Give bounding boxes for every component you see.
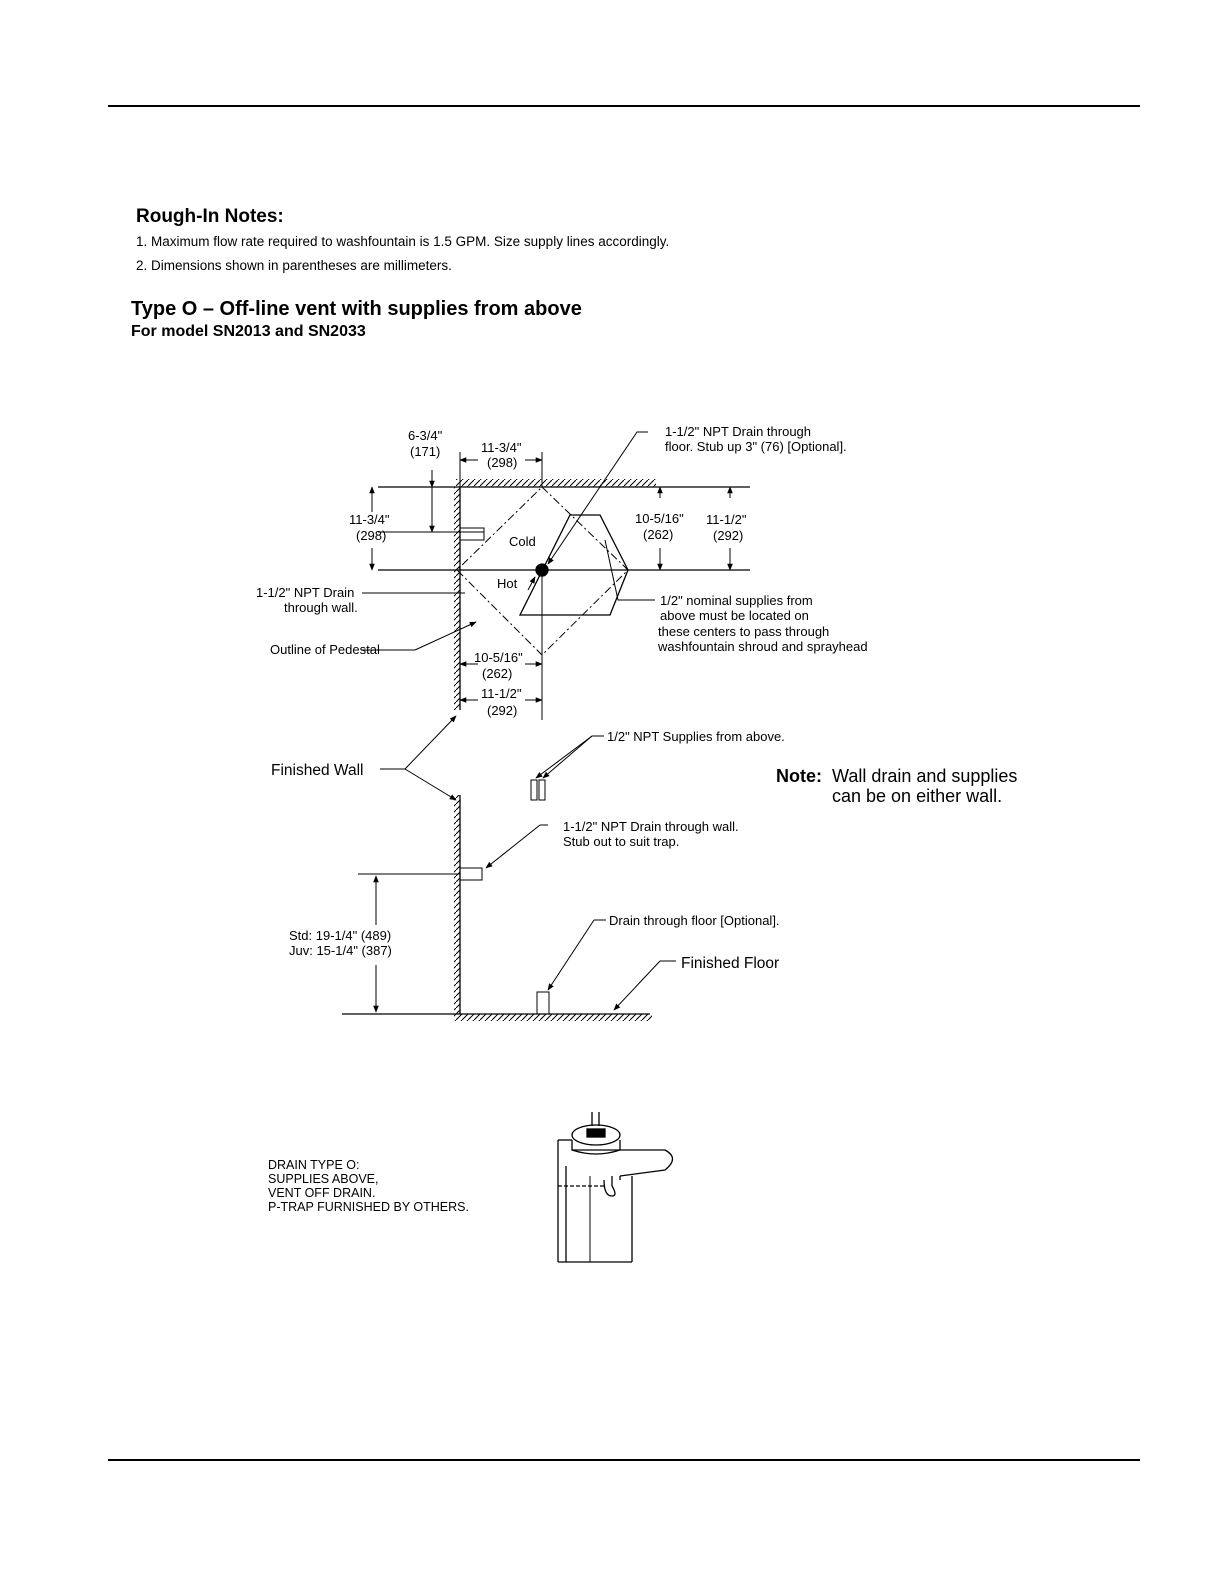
dim-1058-right: 10-5/16" [635, 511, 684, 526]
dim-1112-bottom: 11-1/2" [481, 686, 522, 701]
washfountain-sketch [557, 1112, 674, 1263]
rough-in-notes: Rough-In Notes: 1. Maximum flow rate req… [136, 206, 669, 282]
dim-262-right: (262) [643, 527, 673, 542]
dim-298-left: (298) [356, 528, 386, 543]
supplies-label-2: above must be located on [660, 608, 809, 623]
type-subtitle: For model SN2013 and SN2033 [131, 323, 366, 340]
plan-labels: 6-3/4" (171) 11-3/4" (298) 11-3/4" (298)… [256, 424, 868, 718]
dim-1134-top: 11-3/4" [481, 440, 522, 455]
supplies-label-3: these centers to pass through [658, 624, 829, 639]
drain-type-caption: DRAIN TYPE O: SUPPLIES ABOVE, VENT OFF D… [268, 1158, 469, 1214]
dim-171: (171) [410, 444, 440, 459]
plan-view [362, 431, 750, 720]
drain-floor-label-1: 1-1/2" NPT Drain through [665, 424, 811, 439]
std-height-label: Std: 19-1/4" (489) [289, 928, 391, 943]
juv-height-label: Juv: 15-1/4" (387) [289, 943, 392, 958]
dim-292-right: (292) [713, 528, 743, 543]
hot-label: Hot [497, 576, 518, 591]
dim-292-bottom: (292) [487, 703, 517, 718]
dim-1058-bottom: 10-5/16" [474, 650, 523, 665]
caption-line-1: DRAIN TYPE O: [268, 1158, 360, 1172]
elevation-labels: Finished Wall 1/2" NPT Supplies from abo… [271, 729, 1017, 972]
drain-floor-elev: Drain through floor [Optional]. [609, 913, 780, 928]
caption-line-2: SUPPLIES ABOVE, [268, 1172, 379, 1186]
supplies-label-1: 1/2" nominal supplies from [660, 593, 813, 608]
pedestal-label: Outline of Pedestal [270, 642, 380, 657]
note-1: 1. Maximum flow rate required to washfou… [136, 234, 670, 249]
type-title: Type O – Off-line vent with supplies fro… [131, 298, 582, 320]
drain-floor-label-2: floor. Stub up 3" (76) [Optional]. [665, 439, 847, 454]
top-rule [108, 105, 1140, 107]
cold-label: Cold [509, 534, 536, 549]
note-line-2: can be on either wall. [832, 786, 1002, 806]
note-bold-label: Note: [776, 766, 822, 786]
bottom-rule [108, 1459, 1140, 1461]
note-2: 2. Dimensions shown in parentheses are m… [136, 258, 452, 273]
dim-1112-right: 11-1/2" [706, 512, 747, 527]
notes-title: Rough-In Notes: [136, 206, 284, 227]
elevation-view [342, 715, 676, 1021]
finished-wall-label: Finished Wall [271, 762, 363, 779]
caption-line-3: VENT OFF DRAIN. [268, 1186, 376, 1200]
drain-wall-elev-2: Stub out to suit trap. [563, 834, 679, 849]
drain-wall-label-2: through wall. [284, 600, 358, 615]
finished-floor-label: Finished Floor [681, 955, 779, 972]
supplies-label-4: washfountain shroud and sprayhead [657, 639, 868, 654]
dim-262-bottom: (262) [482, 666, 512, 681]
dim-298-top: (298) [487, 455, 517, 470]
drain-wall-label-1: 1-1/2" NPT Drain [256, 585, 354, 600]
caption-line-4: P-TRAP FURNISHED BY OTHERS. [268, 1200, 469, 1214]
dim-1134-left: 11-3/4" [349, 512, 390, 527]
note-line-1: Wall drain and supplies [832, 766, 1017, 786]
drain-wall-elev-1: 1-1/2" NPT Drain through wall. [563, 819, 739, 834]
npt-supplies-label: 1/2" NPT Supplies from above. [607, 729, 785, 744]
dim-675: 6-3/4" [408, 428, 443, 443]
